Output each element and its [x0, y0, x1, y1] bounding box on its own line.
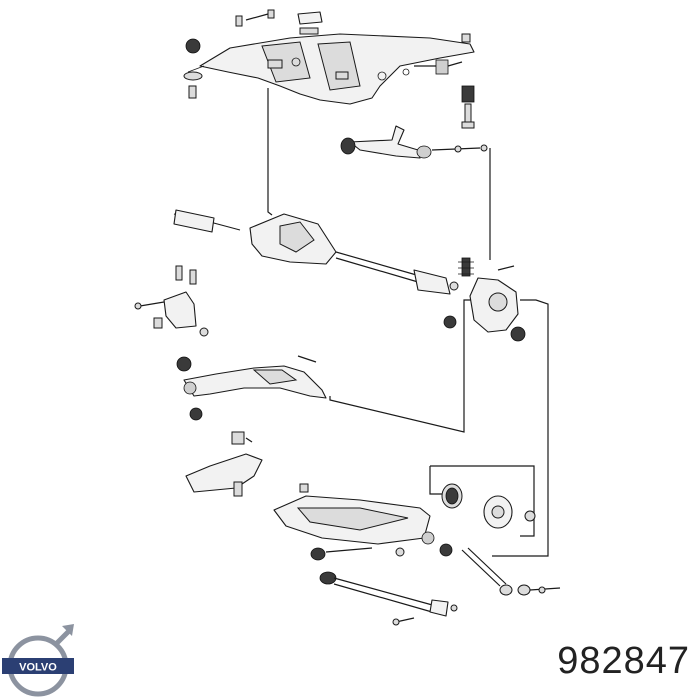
lower-subframe: [273, 483, 453, 561]
rear-subframe: [183, 9, 475, 129]
toe-link: [319, 571, 458, 626]
leader-lines: [267, 88, 549, 557]
wheel-knuckle: [443, 257, 526, 342]
wheel-hub-assembly: [441, 483, 536, 529]
logo-text: VOLVO: [19, 662, 57, 674]
lower-shield: [185, 431, 263, 497]
drive-shaft: [173, 209, 459, 295]
volvo-logo: VOLVO: [2, 624, 74, 697]
lateral-link: [461, 547, 561, 596]
stabilizer-bracket: [134, 265, 209, 337]
upper-control-arm: [340, 125, 488, 159]
lower-control-arm: [176, 355, 327, 421]
part-number: 982847: [557, 640, 690, 682]
